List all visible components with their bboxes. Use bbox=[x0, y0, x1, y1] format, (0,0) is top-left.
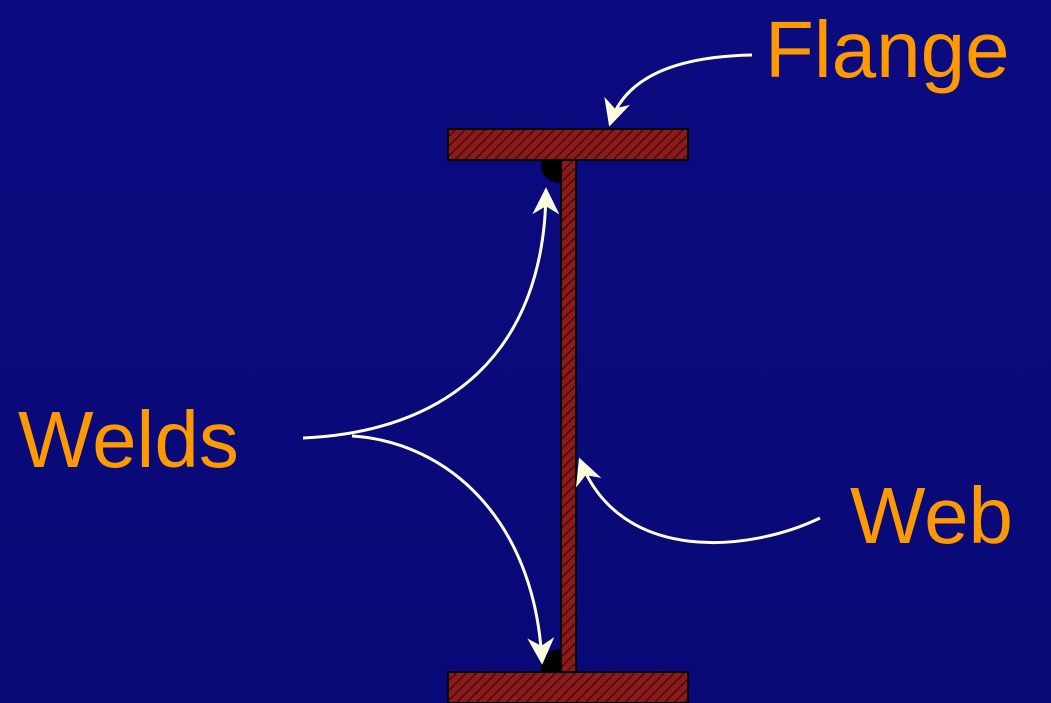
web-leader-arrow bbox=[576, 457, 821, 544]
weld-bottom bbox=[541, 649, 561, 671]
weld-top bbox=[541, 161, 561, 183]
welds-leader-arrow-top bbox=[302, 187, 560, 440]
flange-leader-arrow bbox=[604, 53, 753, 127]
web bbox=[560, 159, 577, 673]
web-label: Web bbox=[850, 471, 1014, 560]
top-flange bbox=[447, 128, 689, 161]
bottom-flange bbox=[447, 671, 689, 703]
flange-label: Flange bbox=[765, 5, 1010, 94]
welds-leader-arrow-bottom bbox=[351, 434, 555, 665]
welds-label: Welds bbox=[18, 395, 239, 484]
